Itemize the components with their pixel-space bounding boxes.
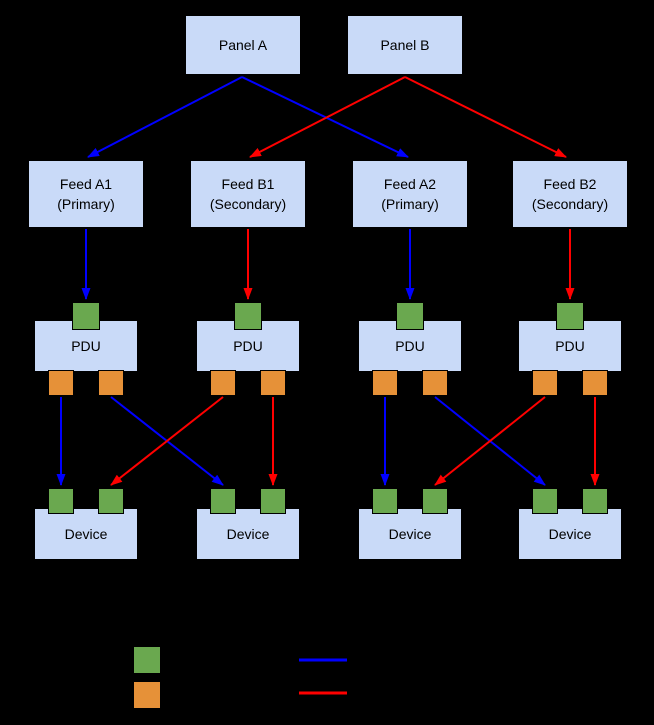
device2-input-port-left — [210, 488, 236, 514]
device3-label: Device — [388, 526, 432, 542]
pdu3-output-port-right — [422, 370, 448, 396]
pdu4-label: PDU — [555, 338, 585, 354]
device1-label: Device — [64, 526, 108, 542]
legend-green-swatch — [133, 646, 161, 674]
device4-node: Device — [518, 508, 622, 560]
feed-b2-role: (Secondary) — [531, 196, 609, 212]
pdu1-label: PDU — [71, 338, 101, 354]
pdu1-output-port-left — [48, 370, 74, 396]
device3-input-port-left — [372, 488, 398, 514]
pdu3-input-port — [396, 302, 424, 330]
pdu2-input-port — [234, 302, 262, 330]
pdu2-output-port-right — [260, 370, 286, 396]
panel-b-label: Panel B — [380, 37, 430, 53]
device1-input-port-left — [48, 488, 74, 514]
feed-b1-role: (Secondary) — [209, 196, 287, 212]
feed-a1-node: Feed A1 (Primary) — [28, 160, 144, 228]
device3-node: Device — [358, 508, 462, 560]
device2-node: Device — [196, 508, 300, 560]
device2-label: Device — [226, 526, 270, 542]
feed-a1-name: Feed A1 — [59, 176, 113, 192]
legend-orange-swatch — [133, 681, 161, 709]
device4-label: Device — [548, 526, 592, 542]
feed-b1-node: Feed B1 (Secondary) — [190, 160, 306, 228]
device2-input-port-right — [260, 488, 286, 514]
arrow-panel-a-to-feed-a1 — [87, 76, 243, 158]
device3-input-port-right — [422, 488, 448, 514]
feed-b1-name: Feed B1 — [221, 176, 275, 192]
pdu1-input-port — [72, 302, 100, 330]
feed-a2-node: Feed A2 (Primary) — [352, 160, 468, 228]
pdu2-output-port-left — [210, 370, 236, 396]
feed-a1-role: (Primary) — [57, 196, 115, 212]
arrow-panel-a-to-feed-a2 — [241, 76, 409, 158]
pdu3-output-port-left — [372, 370, 398, 396]
pdu3-label: PDU — [395, 338, 425, 354]
pdu1-output-port-right — [98, 370, 124, 396]
pdu4-output-port-left — [532, 370, 558, 396]
device1-node: Device — [34, 508, 138, 560]
pdu4-output-port-right — [582, 370, 608, 396]
device4-input-port-left — [532, 488, 558, 514]
pdu4-input-port — [556, 302, 584, 330]
arrow-panel-b-to-feed-b1 — [249, 76, 406, 158]
arrow-pdu2-to-device1 — [110, 396, 224, 486]
feed-b2-node: Feed B2 (Secondary) — [512, 160, 628, 228]
device4-input-port-right — [582, 488, 608, 514]
feed-b2-name: Feed B2 — [543, 176, 597, 192]
panel-a-label: Panel A — [218, 37, 268, 53]
arrow-pdu4-to-device3 — [434, 396, 546, 486]
feed-a2-name: Feed A2 — [383, 176, 437, 192]
arrow-panel-b-to-feed-b2 — [404, 76, 567, 158]
panel-b-node: Panel B — [347, 15, 463, 75]
device1-input-port-right — [98, 488, 124, 514]
panel-a-node: Panel A — [185, 15, 301, 75]
pdu2-label: PDU — [233, 338, 263, 354]
pdu1-node: PDU — [34, 320, 138, 372]
feed-a2-role: (Primary) — [381, 196, 439, 212]
